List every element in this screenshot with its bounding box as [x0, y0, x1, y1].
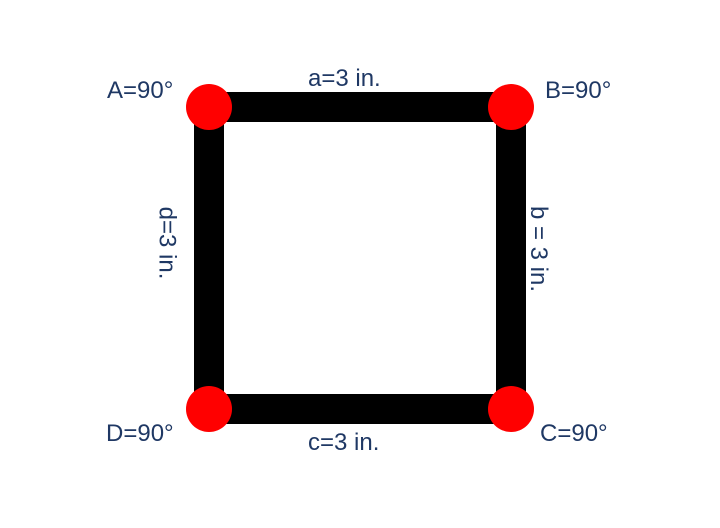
- vertex-a-dot: [186, 84, 232, 130]
- vertex-c-label: C=90°: [540, 420, 608, 447]
- vertex-d-dot: [186, 386, 232, 432]
- vertex-a-label: A=90°: [107, 77, 174, 104]
- side-d-label: d=3 in.: [153, 206, 181, 280]
- side-c-label: c=3 in.: [308, 429, 380, 456]
- square-edges: [194, 92, 526, 424]
- vertex-b-label: B=90°: [545, 77, 612, 104]
- vertex-d-label: D=90°: [106, 420, 174, 447]
- vertex-c-dot: [488, 386, 534, 432]
- vertex-b-dot: [488, 84, 534, 130]
- side-b-label: b = 3 in.: [525, 205, 553, 293]
- side-a-label: a=3 in.: [308, 65, 381, 92]
